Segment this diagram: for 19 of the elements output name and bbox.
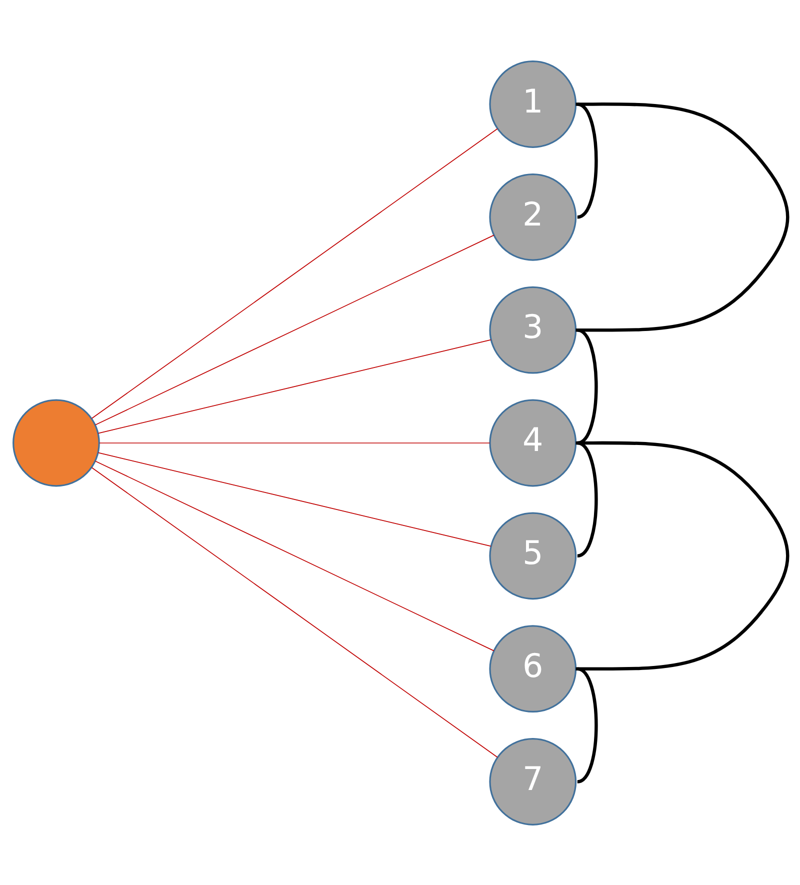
node-circle: 7 [488,738,576,825]
node-circle [12,398,100,486]
node-circle: 5 [488,512,576,600]
connector [94,460,494,651]
connector [94,234,494,425]
node-circle: 2 [488,172,576,260]
node-circle: 3 [488,286,576,374]
node-circle: 6 [488,624,576,712]
connector [98,442,490,443]
connector [90,466,498,758]
connector [575,102,789,332]
connector [97,338,491,434]
node-circle: 1 [488,60,576,148]
connector [575,440,789,670]
connector [97,452,491,546]
connector [576,328,598,444]
connector [576,666,598,783]
node-circle: 4 [488,398,576,486]
connector [90,128,498,418]
